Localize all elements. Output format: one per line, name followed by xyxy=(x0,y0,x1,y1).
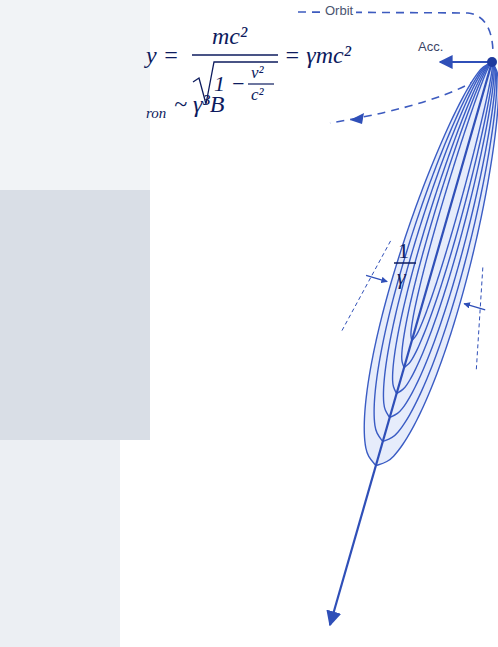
fraction-bar xyxy=(394,262,416,264)
beam-direction-arrow xyxy=(330,62,492,625)
formula-text: mc² xyxy=(212,24,247,48)
radiation-lobe xyxy=(330,62,498,625)
electron xyxy=(487,57,497,67)
background-panel xyxy=(0,440,120,647)
orbit-label: Orbit xyxy=(322,4,356,17)
background-panel xyxy=(0,0,150,190)
formula-text: c² xyxy=(251,86,264,103)
angle-marker xyxy=(464,304,485,310)
acceleration-arrow xyxy=(440,61,488,63)
angle-label: γ xyxy=(397,266,406,288)
angle-guide xyxy=(476,267,483,369)
angle-guide xyxy=(342,241,391,331)
formula-text: ~ γ³B xyxy=(174,92,224,116)
orbit-arrowhead xyxy=(350,113,364,124)
formula-subscript: ron xyxy=(146,106,166,121)
fraction-bar xyxy=(248,83,274,84)
fraction-bar xyxy=(192,54,278,56)
lobe-contour xyxy=(374,62,497,441)
lobe-contour xyxy=(383,62,495,417)
formula-text: = γmc² xyxy=(284,43,351,67)
formula-text: v² xyxy=(251,64,264,81)
acceleration-label: Acc. xyxy=(418,40,443,53)
background-panel xyxy=(0,190,150,440)
lobe-contour xyxy=(364,62,498,465)
angle-label: 1 xyxy=(398,240,409,262)
formula-text: y = xyxy=(146,43,179,67)
